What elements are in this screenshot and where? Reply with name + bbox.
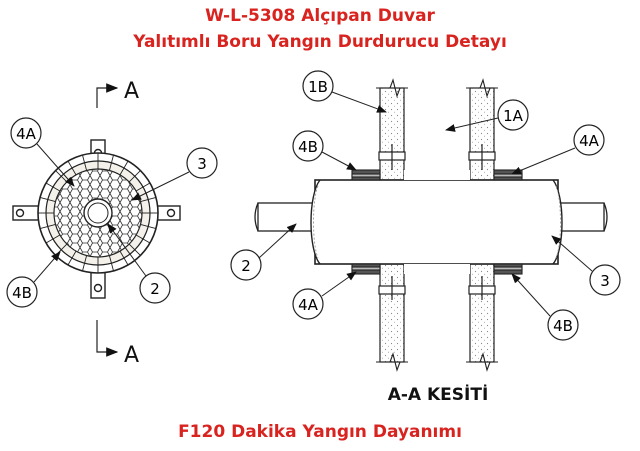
ring-segment-line [128, 243, 141, 256]
ring-segment-line [135, 182, 151, 192]
ring-segment-line [67, 160, 77, 176]
ring-segment-line [108, 154, 114, 171]
ring-segment-line [55, 170, 68, 183]
svg-text:4A: 4A [579, 132, 600, 150]
section-view: 1B 1A 4B 4A 2 3 4A [230, 70, 621, 405]
ring-segment-line [140, 197, 157, 203]
svg-text:3: 3 [197, 155, 207, 173]
svg-text:4B: 4B [12, 284, 32, 302]
svg-text:1B: 1B [308, 78, 328, 96]
callout-2-plan: 2 [107, 223, 171, 304]
ring-segment-line [135, 234, 151, 244]
ring-segment-line [119, 250, 129, 266]
callout-4A-plan: 4A [10, 117, 75, 187]
pipe-inner [87, 202, 109, 224]
section-marker-top: A [96, 79, 139, 108]
collars [351, 169, 523, 275]
callout-4B-top: 4B [292, 130, 357, 171]
ring-segment-line [39, 223, 56, 229]
ring-segment-line [119, 160, 129, 176]
svg-text:1A: 1A [503, 107, 524, 125]
section-marker-top-label: A [124, 79, 139, 104]
callout-2-section: 2 [230, 223, 297, 281]
ring-segment-line [82, 255, 88, 272]
fasteners [378, 144, 496, 300]
callout-4B-bottom: 4B [511, 273, 579, 341]
fire-rating-text: F120 Dakika Yangın Dayanımı [178, 422, 462, 442]
ring-segment-line [108, 255, 114, 272]
callout-4A-bottom: 4A [292, 271, 357, 320]
svg-text:4B: 4B [553, 317, 573, 335]
callout-4B-plan: 4B [6, 251, 61, 308]
svg-text:2: 2 [150, 280, 160, 298]
ring-segment-line [45, 234, 61, 244]
callout-1B: 1B [302, 70, 387, 113]
plan-view: A A 4A [6, 79, 218, 368]
svg-text:3: 3 [600, 272, 610, 290]
callout-1A: 1A [445, 99, 529, 132]
svg-text:4A: 4A [298, 296, 319, 314]
ring-segment-line [39, 197, 56, 203]
section-marker-bottom: A [96, 320, 139, 368]
callout-3-section: 3 [551, 235, 621, 296]
ring-segment-line [67, 250, 77, 266]
section-caption: A-A KESİTİ [388, 383, 489, 405]
insulated-pipe [314, 179, 559, 265]
svg-text:4A: 4A [16, 125, 37, 143]
svg-text:2: 2 [241, 257, 251, 275]
title-line-2: Yalıtımlı Boru Yangın Durdurucu Detayı [133, 32, 507, 52]
ring-segment-line [45, 182, 61, 192]
ring-segment-line [82, 154, 88, 171]
section-marker-bottom-label: A [124, 343, 139, 368]
callout-3-plan: 3 [131, 147, 218, 201]
ring-segment-line [140, 223, 157, 229]
ring-segment-line [128, 170, 141, 183]
title-line-1: W-L-5308 Alçıpan Duvar [205, 6, 435, 26]
callout-4A-top: 4A [511, 124, 605, 175]
svg-text:4B: 4B [298, 138, 318, 156]
